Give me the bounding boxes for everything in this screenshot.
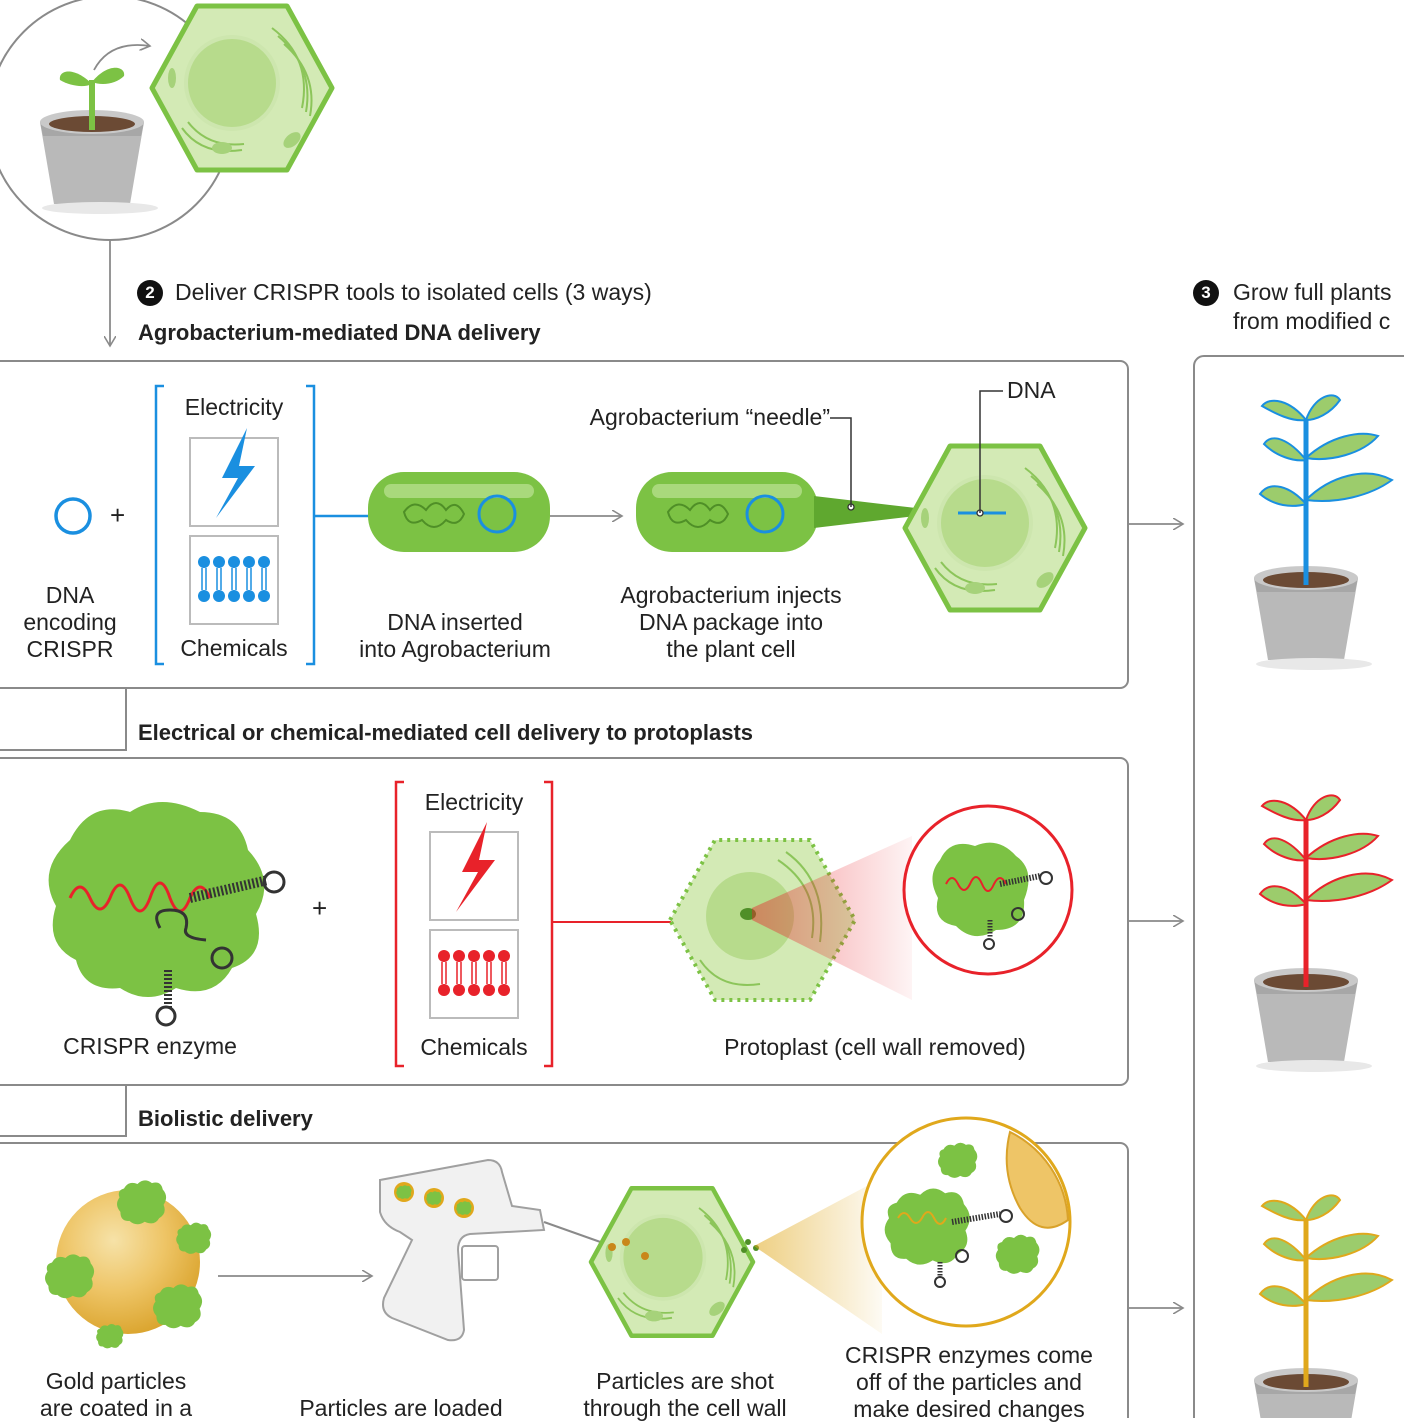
needle-label: Agrobacterium “needle”	[589, 404, 830, 430]
gold-label: Gold particles are coated in a	[39, 1368, 193, 1421]
shot-label: Particles are shot through the cell wall	[583, 1368, 787, 1421]
chemicals-label-2: Chemicals	[420, 1034, 528, 1060]
bio-heading: Biolistic delivery	[138, 1106, 313, 1131]
dna-callout-label: DNA	[1007, 377, 1056, 403]
electricity-label: Electricity	[184, 394, 284, 420]
step2-badge	[137, 280, 163, 306]
grow-panel	[1193, 355, 1404, 1418]
plus-sign: +	[110, 500, 126, 530]
step3-number: 3	[1201, 283, 1211, 302]
gold-particle	[45, 1180, 212, 1349]
step3-badge	[1193, 280, 1219, 306]
plus-sign-2: +	[312, 893, 328, 923]
dna-inserted-label: DNA inserted into Agrobacterium	[359, 609, 551, 662]
electricity-label-2: Electricity	[424, 789, 524, 815]
protoplast	[668, 836, 912, 1002]
step3-title-line2: from modified c	[1233, 308, 1391, 334]
agrobacterium-1	[368, 472, 550, 552]
chemicals-label: Chemicals	[180, 635, 288, 661]
step2-title: Deliver CRISPR tools to isolated cells (…	[175, 279, 652, 305]
plant-blue	[1254, 394, 1394, 670]
injects-label: Agrobacterium injects DNA package into t…	[620, 582, 842, 662]
step2-number: 2	[145, 283, 155, 302]
come-off-label: CRISPR enzymes come off of the particles…	[845, 1342, 1093, 1422]
protoplast-zoom	[902, 804, 1074, 976]
plant-gold	[1254, 1194, 1394, 1418]
agro-heading: Agrobacterium-mediated DNA delivery	[138, 320, 541, 345]
dna-encoding-label: DNA encoding CRISPR	[23, 582, 117, 662]
crispr-enzyme-label: CRISPR enzyme	[63, 1033, 237, 1059]
crispr-enzyme-large	[48, 802, 286, 1027]
protoplast-label: Protoplast (cell wall removed)	[724, 1034, 1026, 1060]
plant-red	[1254, 794, 1394, 1072]
plant-zoom-illustration	[0, 0, 332, 241]
step3-title-line1: Grow full plants	[1233, 279, 1392, 305]
biolistic-zoom	[860, 1116, 1072, 1328]
electro-heading: Electrical or chemical-mediated cell del…	[138, 720, 754, 745]
loaded-label: Particles are loaded	[299, 1395, 503, 1421]
gene-gun	[379, 1158, 607, 1342]
agrobacterium-2	[636, 472, 950, 552]
